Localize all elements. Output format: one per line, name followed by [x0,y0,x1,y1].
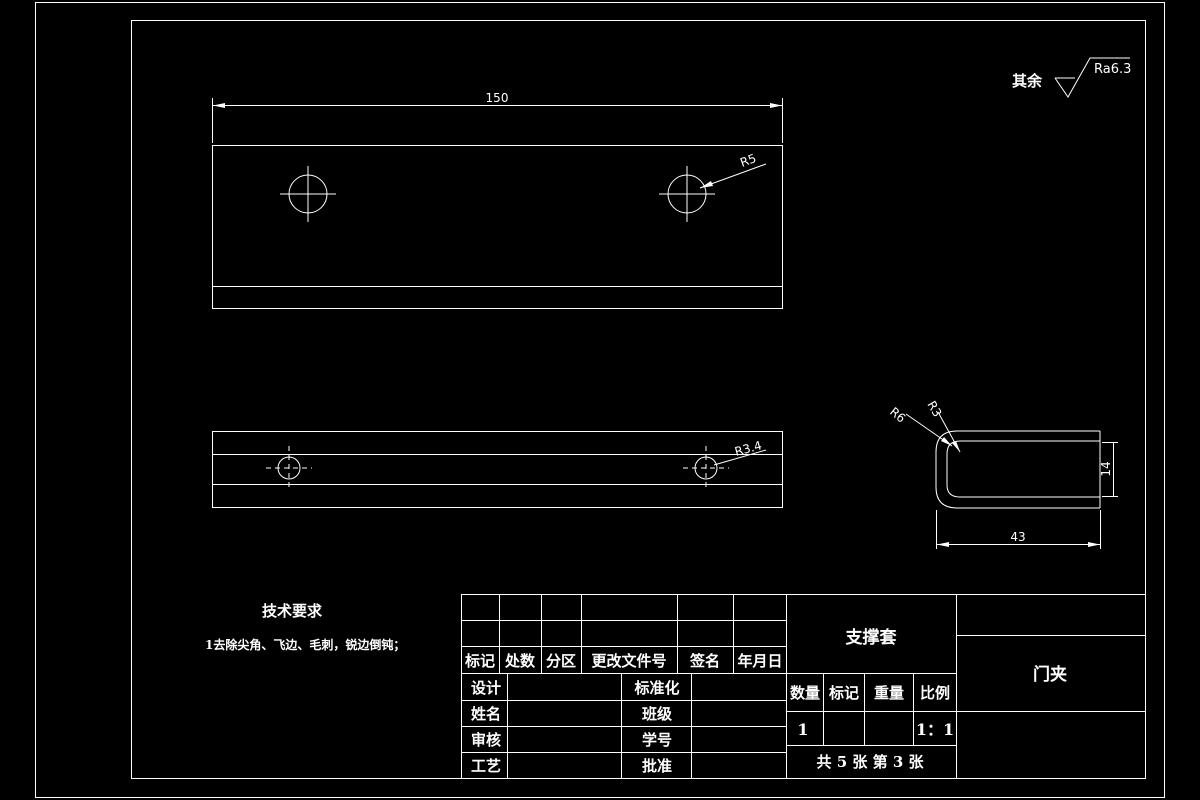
attr-header-quantity: 数量 [790,684,820,702]
arrow-right-icon [770,103,782,108]
side-outer-profile [935,430,1100,509]
label-design: 设计 [471,679,501,697]
dim-r3-label: R3 [924,399,944,420]
leader-arrow-icon [700,181,713,188]
attr-header-scale: 比例 [920,684,950,702]
dim-r34-label: R3.4 [733,438,763,459]
label-process: 工艺 [471,757,501,775]
rev-header-sign: 签名 [689,652,720,670]
attr-scale-value: 1：1 [916,720,954,739]
outer-frame [35,2,1165,798]
dim-r5-label: R5 [738,151,758,170]
front-view-outline [212,431,783,508]
dim43-arrow-right-icon [1088,542,1100,547]
top-view-outline [212,145,783,309]
roughness-value: Ra6.3 [1094,62,1131,77]
top-view: 150 R5 [212,91,783,309]
tech-item-1: 1去除尖角、飞边、毛刺，锐边倒钝； [205,637,405,652]
surface-roughness-note: 其余 Ra6.3 [1012,57,1131,98]
label-standard: 标准化 [633,679,679,697]
side-inner-profile [946,440,1100,498]
surface-note-label: 其余 [1012,72,1043,90]
tech-title: 技术要求 [262,602,323,620]
part-name: 支撑套 [846,627,898,648]
leader-r6-arrow-icon [941,437,952,446]
assembly-name: 门夹 [1033,664,1067,685]
arrow-left-icon [213,103,225,108]
dim-14-label: 14 [1099,461,1113,476]
rev-header-date: 年月日 [737,652,782,670]
rev-header-doc: 更改文件号 [591,652,666,670]
roughness-symbol-icon [1054,57,1130,98]
label-approve: 批准 [642,757,672,775]
rev-header-mark: 标记 [464,652,495,670]
title-block-frame [461,594,1146,779]
rev-header-zone: 分区 [546,652,576,670]
dim-43-label: 43 [1010,530,1025,544]
technical-requirements: 技术要求 1去除尖角、飞边、毛刺，锐边倒钝； [205,602,405,652]
label-student-id: 学号 [642,731,672,749]
dim43-arrow-left-icon [937,542,949,547]
sheet-count: 共 5 张 第 3 张 [817,753,925,771]
attr-header-weight: 重量 [874,684,904,702]
rev-header-count: 处数 [504,652,536,670]
attr-header-mark: 标记 [828,684,859,702]
side-view: R6 R3 14 43 [887,399,1118,549]
dim-r6-label: R6 [887,405,908,426]
attr-quantity-value: 1 [797,720,808,739]
label-review: 审核 [471,731,501,749]
leader-r34 [713,449,767,466]
label-name: 姓名 [471,705,501,723]
dim-length-label: 150 [486,91,509,105]
title-block: 标记 处数 分区 更改文件号 签名 年月日 设计 姓名 审核 工艺 标准化 班级… [461,594,1146,779]
leader-r3-arrow-icon [952,441,960,452]
label-class: 班级 [642,705,673,723]
front-view: R3.4 [212,431,783,508]
